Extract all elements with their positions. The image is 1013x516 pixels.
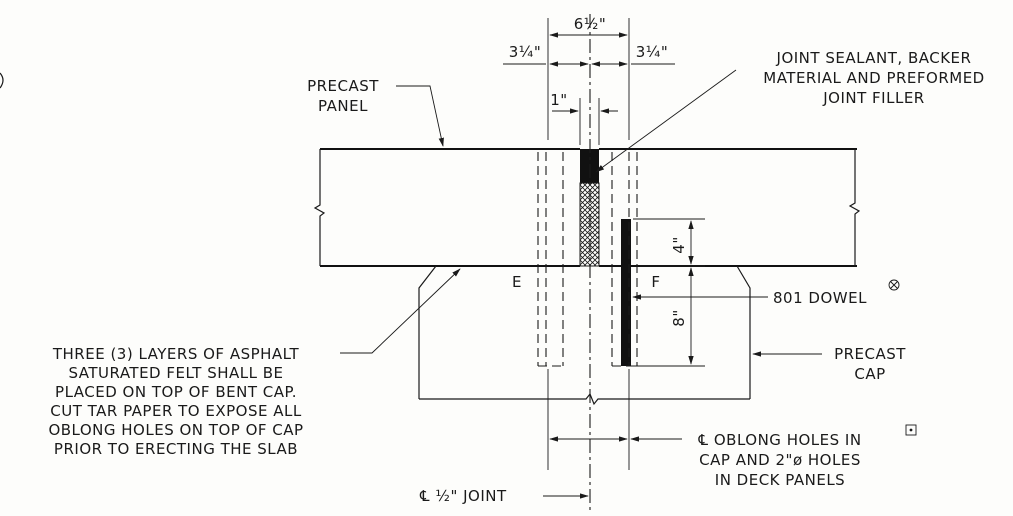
joint-cl-callout: ℄ ½" JOINT <box>419 487 589 505</box>
dowel-label: 801 DOWEL <box>773 289 867 307</box>
felt-note-line-6: PRIOR TO ERECTING THE SLAB <box>54 440 298 458</box>
precast-panel-callout: PRECAST PANEL <box>307 77 444 147</box>
oblong-holes-callout: ℄ OBLONG HOLES IN CAP AND 2"ø HOLES IN D… <box>547 369 917 489</box>
felt-note-callout: THREE (3) LAYERS OF ASPHALT SATURATED FE… <box>48 268 461 458</box>
precast-cap <box>418 265 751 406</box>
oblong-holes-label-2: CAP AND 2"ø HOLES <box>699 451 861 469</box>
precast-cap-label-2: CAP <box>854 365 885 383</box>
dim-right-offset-text: 3¼" <box>636 43 668 61</box>
circle-x-icon <box>888 279 900 291</box>
joint-sealant-callout: JOINT SEALANT, BACKER MATERIAL AND PREFO… <box>595 49 984 173</box>
square-dot-icon <box>905 424 917 436</box>
dim-gap: 1" <box>550 91 618 145</box>
felt-note-line-1: THREE (3) LAYERS OF ASPHALT <box>52 345 300 363</box>
dim-gap-text: 1" <box>550 91 567 109</box>
precast-panel-label-1: PRECAST <box>307 77 379 95</box>
dowel-bar <box>621 219 631 366</box>
oblong-holes-hidden <box>537 152 638 367</box>
precast-cap-callout: PRECAST CAP <box>752 345 906 383</box>
joint-cl-label: ℄ ½" JOINT <box>419 487 507 505</box>
dim-dowel-lower-text: 8" <box>670 309 688 326</box>
dim-dowel-upper-text: 4" <box>670 236 688 253</box>
precast-panel-label-2: PANEL <box>318 97 368 115</box>
dim-offsets: 3¼" 3¼" <box>503 43 675 67</box>
dim-dowel: 4" 8" <box>633 218 705 367</box>
dim-left-offset-text: 3¼" <box>509 43 541 61</box>
point-f-label: F <box>651 273 660 291</box>
dowel-callout: 801 DOWEL <box>632 279 900 307</box>
felt-note-line-5: OBLONG HOLES ON TOP OF CAP <box>48 421 303 439</box>
dim-joint-width-text: 6½" <box>574 15 606 33</box>
felt-note-line-4: CUT TAR PAPER TO EXPOSE ALL <box>50 402 302 420</box>
edge-mark <box>0 72 4 89</box>
joint-sealant-label-1: JOINT SEALANT, BACKER <box>776 49 972 67</box>
dim-joint-width: 6½" <box>547 15 630 140</box>
joint-sealant-label-2: MATERIAL AND PREFORMED <box>763 69 984 87</box>
felt-note-line-2: SATURATED FELT SHALL BE <box>68 364 283 382</box>
oblong-holes-label-3: IN DECK PANELS <box>715 471 845 489</box>
oblong-holes-label-1: ℄ OBLONG HOLES IN <box>697 431 861 449</box>
joint-sealant-label-3: JOINT FILLER <box>822 89 924 107</box>
felt-note-line-3: PLACED ON TOP OF BENT CAP. <box>55 383 297 401</box>
point-e-label: E <box>512 273 522 291</box>
precast-cap-label-1: PRECAST <box>834 345 906 363</box>
